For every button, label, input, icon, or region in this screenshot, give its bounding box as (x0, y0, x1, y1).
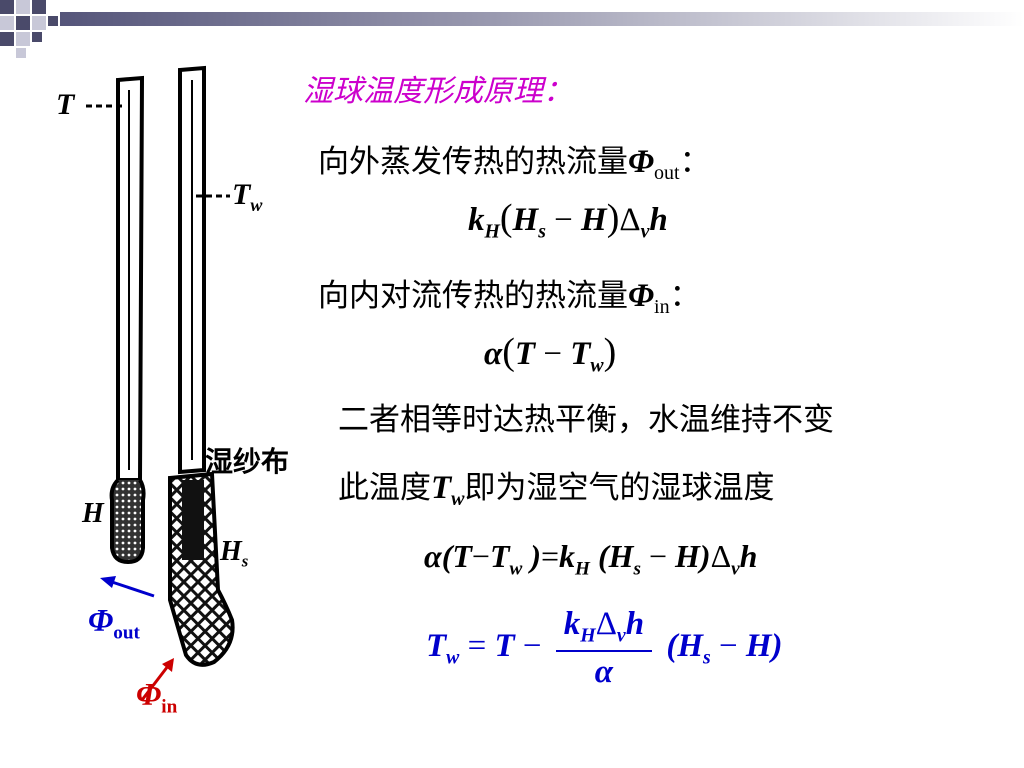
wet-bulb-suffix: 即为湿空气的湿球温度 (464, 470, 775, 506)
f3-minus: − (471, 538, 490, 574)
f3-lparen: ( (441, 538, 453, 574)
label-wet-bulb-Tw: Tw (232, 178, 262, 216)
f1-rparen: ) (606, 197, 620, 239)
f4-T: T (426, 627, 447, 664)
outward-heat-flux-text: 向外蒸发传热的热流量 (318, 144, 628, 180)
f2-lparen: ( (502, 331, 515, 373)
f4-H: H (677, 627, 703, 664)
f3-k: k (559, 538, 576, 574)
f2-T2: T (570, 336, 591, 372)
label-phi-out-sub: out (113, 622, 140, 644)
thermometer-figure (86, 65, 235, 701)
f4-rparen: ) (771, 627, 783, 664)
f1-sub-v: v (640, 220, 650, 243)
inward-heat-flux-text: 向内对流传热的热流量 (318, 278, 628, 314)
f3-sub-v: v (731, 558, 740, 580)
f3-rparen2: ) (699, 538, 711, 574)
f3-T2: T (489, 538, 510, 574)
label-wet-cloth: 湿纱布 (205, 445, 290, 478)
f1-sub-s: s (538, 220, 546, 243)
f3-delta: Δ (710, 538, 732, 574)
f1-H2: H (581, 202, 607, 238)
f3-equals: = (540, 538, 560, 574)
slide-title: 湿球温度形成原理： (303, 74, 573, 109)
formula-phi-in: α(T − Tw) (484, 330, 616, 378)
f4-equals: = (467, 627, 487, 664)
label-Hs-sub: s (241, 551, 249, 571)
label-phi-in-sub: in (161, 696, 178, 718)
f3-alpha: α (424, 538, 442, 574)
phi-symbol: Φ (628, 144, 655, 180)
f3-h: h (739, 538, 758, 574)
label-Tw-T: T (232, 178, 251, 211)
phi-in-arrow (140, 658, 174, 701)
label-Tw-sub: w (250, 195, 263, 215)
f4-H2: H (745, 627, 772, 664)
colon: ： (679, 144, 711, 180)
f3-minus2: − (648, 538, 668, 574)
f2-sub-w: w (590, 354, 604, 377)
f3-H: H (608, 538, 634, 574)
f1-H: H (512, 202, 539, 238)
f4-lparen: ( (666, 627, 678, 664)
formula-balance: α(T−Tw )=kH (Hs − H)Δvh (424, 538, 757, 580)
wet-bulb-statement: 此温度Tw即为湿空气的湿球温度 (338, 462, 775, 511)
colon-in: ： (669, 278, 701, 314)
f2-minus: − (543, 336, 562, 372)
phi-out-arrow (100, 576, 155, 598)
f4-sub-s: s (702, 646, 711, 669)
f3-T: T (452, 538, 472, 574)
f4-minus: − (522, 627, 542, 664)
f4-fraction: kHΔvh α (555, 606, 653, 691)
label-phi-in: Φin (136, 676, 177, 718)
phi-symbol-in: Φ (628, 278, 655, 314)
f4-h: h (625, 606, 645, 642)
f4-minus2: − (718, 627, 738, 664)
f2-T: T (514, 336, 536, 372)
f4-alpha: α (594, 653, 614, 690)
label-dry-bulb-T: T (56, 88, 75, 121)
f4-sub-v: v (616, 624, 626, 647)
f4-T2: T (494, 627, 515, 664)
f3-sub-s: s (633, 558, 641, 580)
f3-rparen: ) (530, 538, 541, 574)
f3-H2: H (675, 538, 700, 574)
inward-heat-flux-line: 向内对流传热的热流量Φin： (318, 270, 701, 319)
f3-sub-w: w (509, 558, 523, 580)
formula-phi-out: kH(Hs − H)Δvh (468, 196, 668, 244)
wet-bulb-sub-w: w (451, 488, 465, 511)
f4-numerator: kHΔvh (555, 606, 653, 652)
outward-heat-flux-line: 向外蒸发传热的热流量Φout： (318, 136, 711, 185)
label-phi-out-symbol: Φ (88, 602, 114, 638)
f2-rparen: ) (603, 331, 617, 373)
wet-bulb-thermometer (168, 65, 235, 667)
wet-bulb-T: T (431, 470, 452, 506)
f4-sub-H: H (580, 624, 596, 647)
balance-statement: 二者相等时达热平衡，水温维持不变 (338, 402, 834, 438)
f1-minus: − (554, 202, 573, 238)
formula-wet-bulb-temperature: Tw = T − kHΔvh α (Hs − H) (426, 606, 782, 691)
label-phi-in-symbol: Φ (136, 676, 162, 712)
f4-denominator: α (556, 652, 652, 691)
f1-h: h (649, 202, 668, 238)
f4-delta: Δ (595, 606, 617, 642)
label-Hs-H: H (220, 536, 242, 567)
f1-sub-H: H (484, 220, 500, 243)
wet-bulb-prefix: 此温度 (338, 470, 431, 506)
f1-lparen: ( (499, 197, 513, 239)
f1-delta: Δ (619, 202, 641, 238)
dry-bulb-thermometer (109, 75, 146, 565)
label-phi-out: Φout (88, 602, 140, 644)
label-Hs: Hs (220, 536, 248, 572)
f2-alpha: α (484, 336, 503, 372)
f4-sub-w: w (446, 646, 460, 669)
f3-lparen2: ( (597, 538, 609, 574)
phi-in-subscript: in (654, 296, 670, 319)
phi-out-subscript: out (654, 162, 680, 185)
header-decoration (0, 0, 1024, 58)
f1-k: k (468, 202, 485, 238)
f3-sub-H: H (575, 558, 590, 580)
label-H: H (82, 498, 104, 529)
f4-k: k (563, 606, 581, 642)
